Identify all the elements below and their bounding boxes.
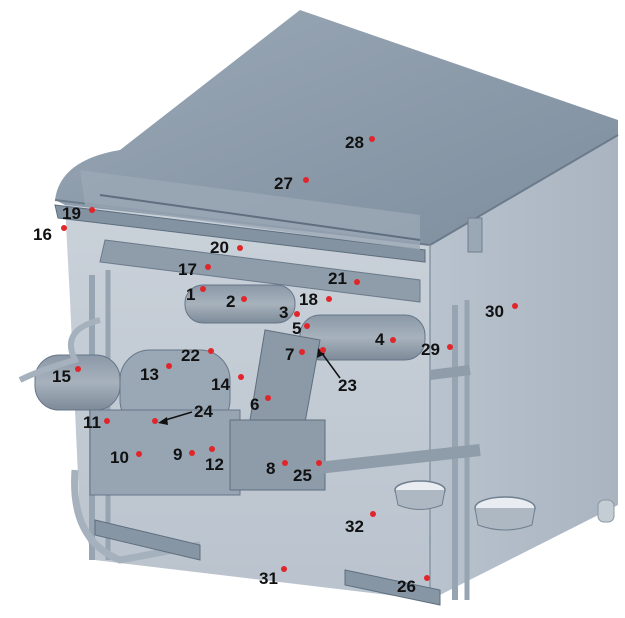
marker-dot-4 <box>390 337 396 343</box>
point-label-26: 26 <box>397 577 416 596</box>
marker-dot-10 <box>136 451 142 457</box>
marker-dot-26 <box>424 575 430 581</box>
housing-top-right-edge <box>429 134 619 246</box>
point-label-18: 18 <box>299 290 318 309</box>
point-label-24: 24 <box>194 402 213 421</box>
marker-dot-19 <box>89 207 95 213</box>
point-label-13: 13 <box>140 365 159 384</box>
point-label-3: 3 <box>279 303 288 322</box>
marker-dot-31 <box>281 566 287 572</box>
marker-dot-8 <box>282 460 288 466</box>
marker-dot-13 <box>166 363 172 369</box>
marker-dot-17 <box>205 264 211 270</box>
point-label-6: 6 <box>250 395 259 414</box>
point-label-1: 1 <box>186 285 195 304</box>
arrow-23-head <box>317 348 325 358</box>
point-label-12: 12 <box>205 455 224 474</box>
point-label-10: 10 <box>110 448 129 467</box>
point-label-29: 29 <box>421 340 440 359</box>
marker-dot-9 <box>189 450 195 456</box>
marker-dot-24 <box>152 418 158 424</box>
marker-dot-20 <box>237 245 243 251</box>
corner-foot <box>597 499 615 523</box>
marker-dot-14 <box>238 374 244 380</box>
marker-dot-15 <box>75 366 81 372</box>
side-slot <box>467 217 483 253</box>
point-label-22: 22 <box>181 346 200 365</box>
marker-dot-25 <box>316 460 322 466</box>
marker-dot-18 <box>326 296 332 302</box>
point-label-8: 8 <box>266 459 275 478</box>
marker-dot-1 <box>200 286 206 292</box>
point-label-27: 27 <box>274 174 293 193</box>
point-label-11: 11 <box>83 413 101 432</box>
point-label-2: 2 <box>226 292 235 311</box>
marker-dot-2 <box>241 296 247 302</box>
hose-left <box>18 317 101 383</box>
point-label-5: 5 <box>292 319 301 338</box>
marker-dot-27 <box>303 177 309 183</box>
point-label-20: 20 <box>210 238 229 257</box>
mechanism <box>18 270 536 606</box>
marker-dot-5 <box>304 323 310 329</box>
marker-dot-7 <box>299 349 305 355</box>
upper-rail-assembly <box>54 170 426 303</box>
point-label-4: 4 <box>375 330 385 349</box>
marker-dot-3 <box>294 311 300 317</box>
upper-cylinder <box>184 284 296 324</box>
point-label-28: 28 <box>345 133 364 152</box>
arrow-24-head <box>158 417 168 425</box>
point-label-21: 21 <box>328 269 347 288</box>
point-label-31: 31 <box>259 569 278 588</box>
arrow-23 <box>320 351 341 379</box>
left-cylinder <box>34 354 121 411</box>
marker-dot-16 <box>61 225 67 231</box>
callout-arrows <box>158 348 341 425</box>
marker-dot-22 <box>208 348 214 354</box>
marker-dot-21 <box>354 279 360 285</box>
point-label-15: 15 <box>52 367 71 386</box>
marker-dot-28 <box>369 136 375 142</box>
point-label-17: 17 <box>178 260 197 279</box>
point-markers <box>61 136 518 581</box>
hose-bottom-left <box>71 469 201 564</box>
point-label-23: 23 <box>338 376 357 395</box>
point-label-7: 7 <box>285 345 294 364</box>
housing-front-face <box>65 205 430 600</box>
marker-dot-6 <box>265 395 271 401</box>
point-label-19: 19 <box>62 204 81 223</box>
marker-dot-32 <box>370 511 376 517</box>
lower-housing <box>229 419 326 491</box>
marker-dot-12 <box>209 446 215 452</box>
point-label-16: 16 <box>33 225 52 244</box>
point-label-30: 30 <box>485 302 504 321</box>
marker-dot-29 <box>447 344 453 350</box>
marker-dot-11 <box>104 418 110 424</box>
point-label-9: 9 <box>173 445 182 464</box>
point-label-32: 32 <box>345 517 364 536</box>
marker-dot-23 <box>320 347 326 353</box>
point-label-14: 14 <box>211 375 230 394</box>
point-label-25: 25 <box>293 466 312 485</box>
marker-dot-30 <box>512 303 518 309</box>
